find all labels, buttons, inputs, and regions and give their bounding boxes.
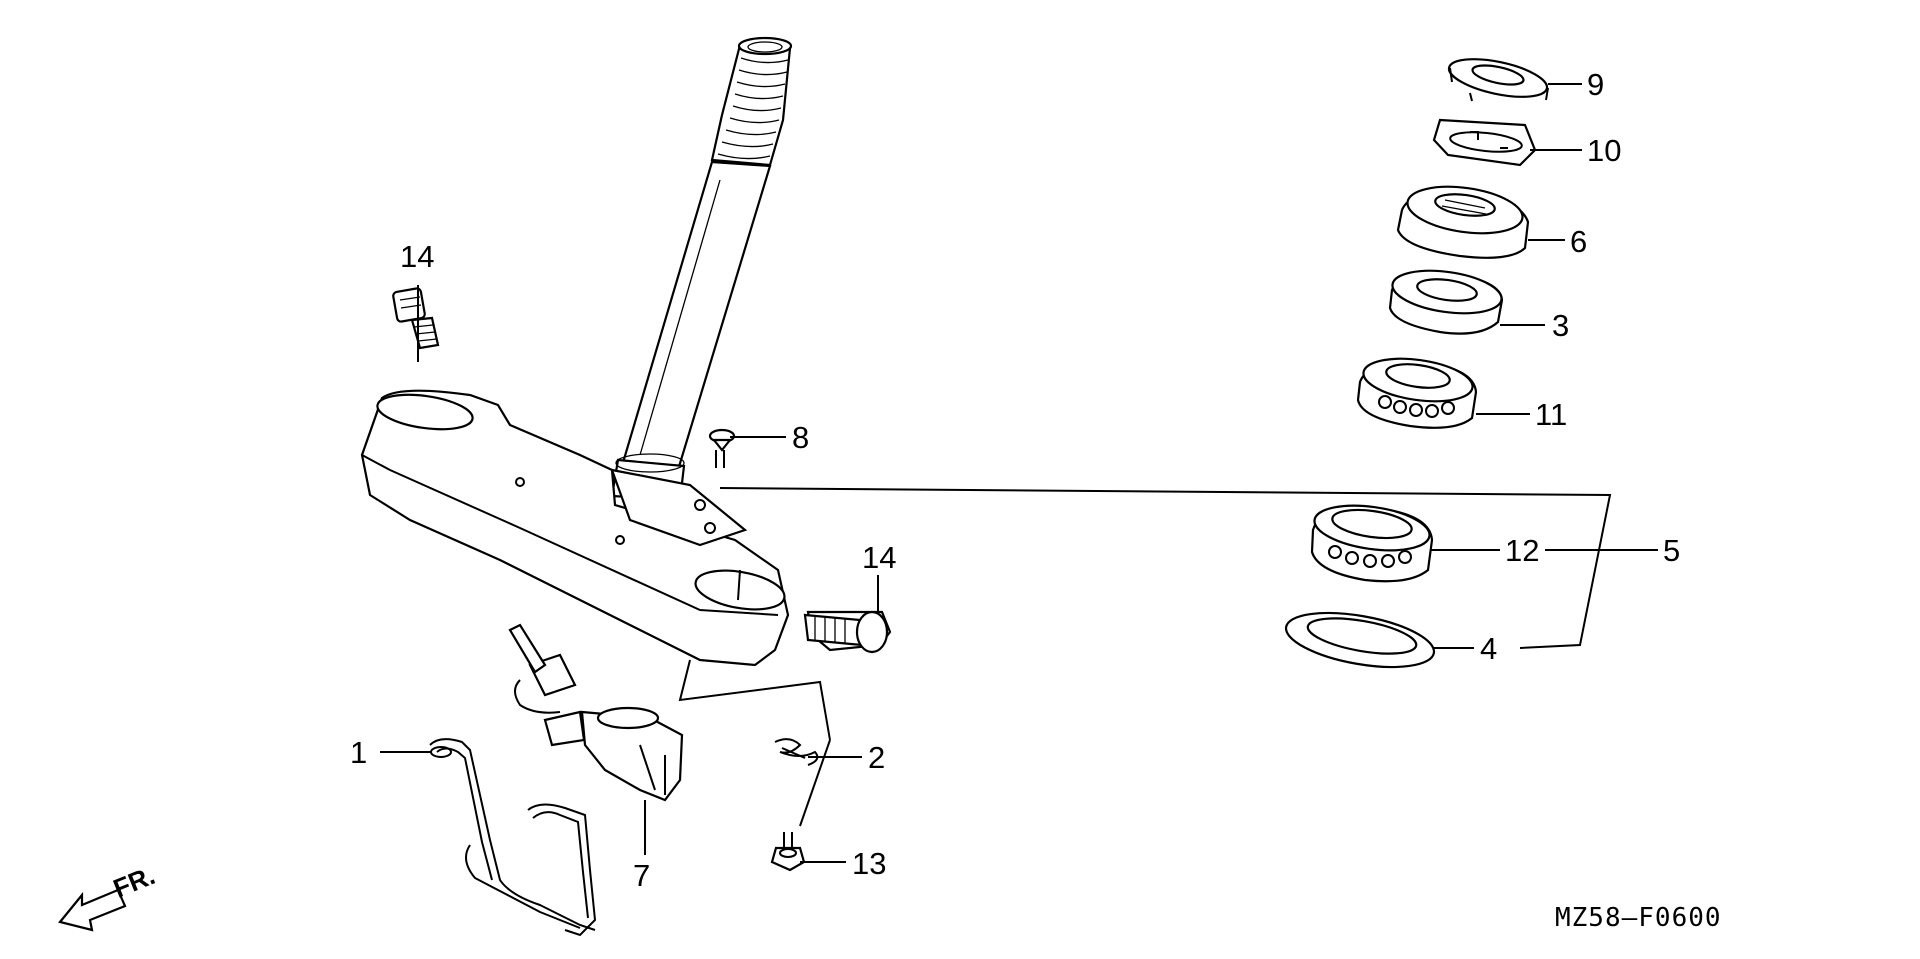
leader-2-13 — [799, 739, 831, 827]
dust-seal-4-part — [1284, 611, 1436, 669]
callout-label-14-right: 14 — [862, 540, 896, 575]
bolt-14-left-part — [392, 287, 440, 350]
lock-washer-10-part — [1432, 118, 1537, 167]
steering-stem-part — [610, 36, 793, 502]
callout-label-3: 3 — [1552, 308, 1569, 343]
screw-8-part — [708, 428, 736, 468]
callout-label-5: 5 — [1663, 533, 1680, 568]
wire-clip-1-part — [429, 738, 596, 931]
callout-label-12: 12 — [1505, 533, 1539, 568]
callout-label-1: 1 — [350, 735, 367, 770]
front-direction-arrow-icon — [58, 888, 127, 932]
bearing-12-part — [1310, 504, 1434, 583]
clip-2-part — [774, 738, 819, 766]
adjusting-nut-6-part — [1396, 185, 1530, 259]
callout-label-8: 8 — [792, 420, 809, 455]
callout-label-11: 11 — [1535, 397, 1567, 432]
callout-label-4: 4 — [1480, 631, 1497, 666]
callout-label-13: 13 — [852, 846, 886, 881]
callout-label-10: 10 — [1587, 133, 1621, 168]
callout-label-14-left: 14 — [400, 239, 434, 274]
callout-label-7: 7 — [633, 858, 650, 893]
dust-seal-3-part — [1388, 269, 1504, 335]
diagram-code: MZ58—F0600 — [1555, 903, 1722, 933]
callout-label-9: 9 — [1587, 67, 1604, 102]
bottom-bridge-part — [360, 389, 790, 667]
bolt-13-part — [770, 832, 806, 872]
bearing-11-part — [1356, 357, 1478, 429]
lock-nut-9-part — [1447, 58, 1549, 102]
ignition-switch-part — [508, 623, 684, 802]
wire-clip-second-part — [527, 803, 597, 937]
bolt-14-right-part — [803, 610, 892, 654]
callout-label-6: 6 — [1570, 224, 1587, 259]
leader-lines — [380, 83, 1658, 863]
bracket-line-switch — [678, 659, 831, 741]
callout-label-2: 2 — [868, 740, 885, 775]
